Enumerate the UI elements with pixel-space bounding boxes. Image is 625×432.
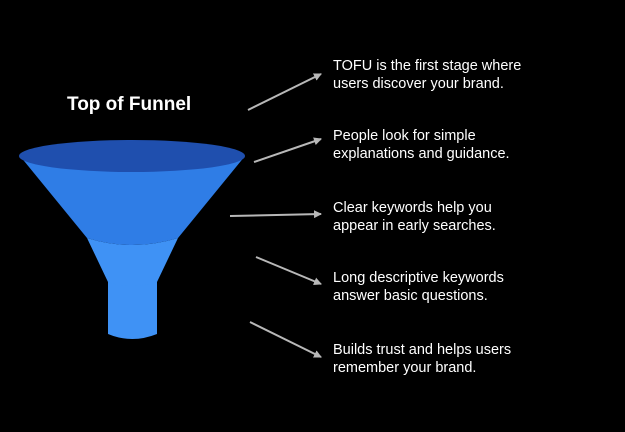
note-4: Long descriptive keywords answer basic q… bbox=[333, 269, 613, 305]
note-1-line-1: TOFU is the first stage where bbox=[333, 58, 522, 74]
diagram-title: Top of Funnel bbox=[67, 94, 192, 115]
note-5: Builds trust and helps users remember yo… bbox=[333, 341, 613, 377]
arrow-4 bbox=[255, 256, 322, 286]
note-5-line-2: remember your brand. bbox=[333, 360, 477, 376]
arrow-5 bbox=[249, 321, 322, 358]
note-1-line-2: users discover your brand. bbox=[333, 76, 504, 92]
note-2-line-2: explanations and guidance. bbox=[333, 146, 510, 162]
arrow-1 bbox=[247, 73, 322, 111]
funnel-upper-section bbox=[20, 156, 245, 245]
note-4-line-2: answer basic questions. bbox=[333, 288, 488, 304]
note-2: People look for simple explanations and … bbox=[333, 127, 613, 163]
note-3-line-2: appear in early searches. bbox=[333, 218, 496, 234]
funnel-stem bbox=[108, 272, 157, 339]
note-4-line-1: Long descriptive keywords bbox=[333, 270, 504, 286]
funnel-rim bbox=[19, 140, 245, 172]
note-5-line-1: Builds trust and helps users bbox=[333, 342, 512, 358]
note-3-line-1: Clear keywords help you bbox=[333, 200, 492, 216]
funnel-lower-section bbox=[87, 238, 178, 286]
note-2-line-1: People look for simple bbox=[333, 128, 476, 144]
arrow-2 bbox=[253, 137, 322, 163]
arrow-3 bbox=[229, 210, 322, 219]
note-1: TOFU is the first stage where users disc… bbox=[333, 57, 613, 93]
note-3: Clear keywords help you appear in early … bbox=[333, 199, 613, 235]
